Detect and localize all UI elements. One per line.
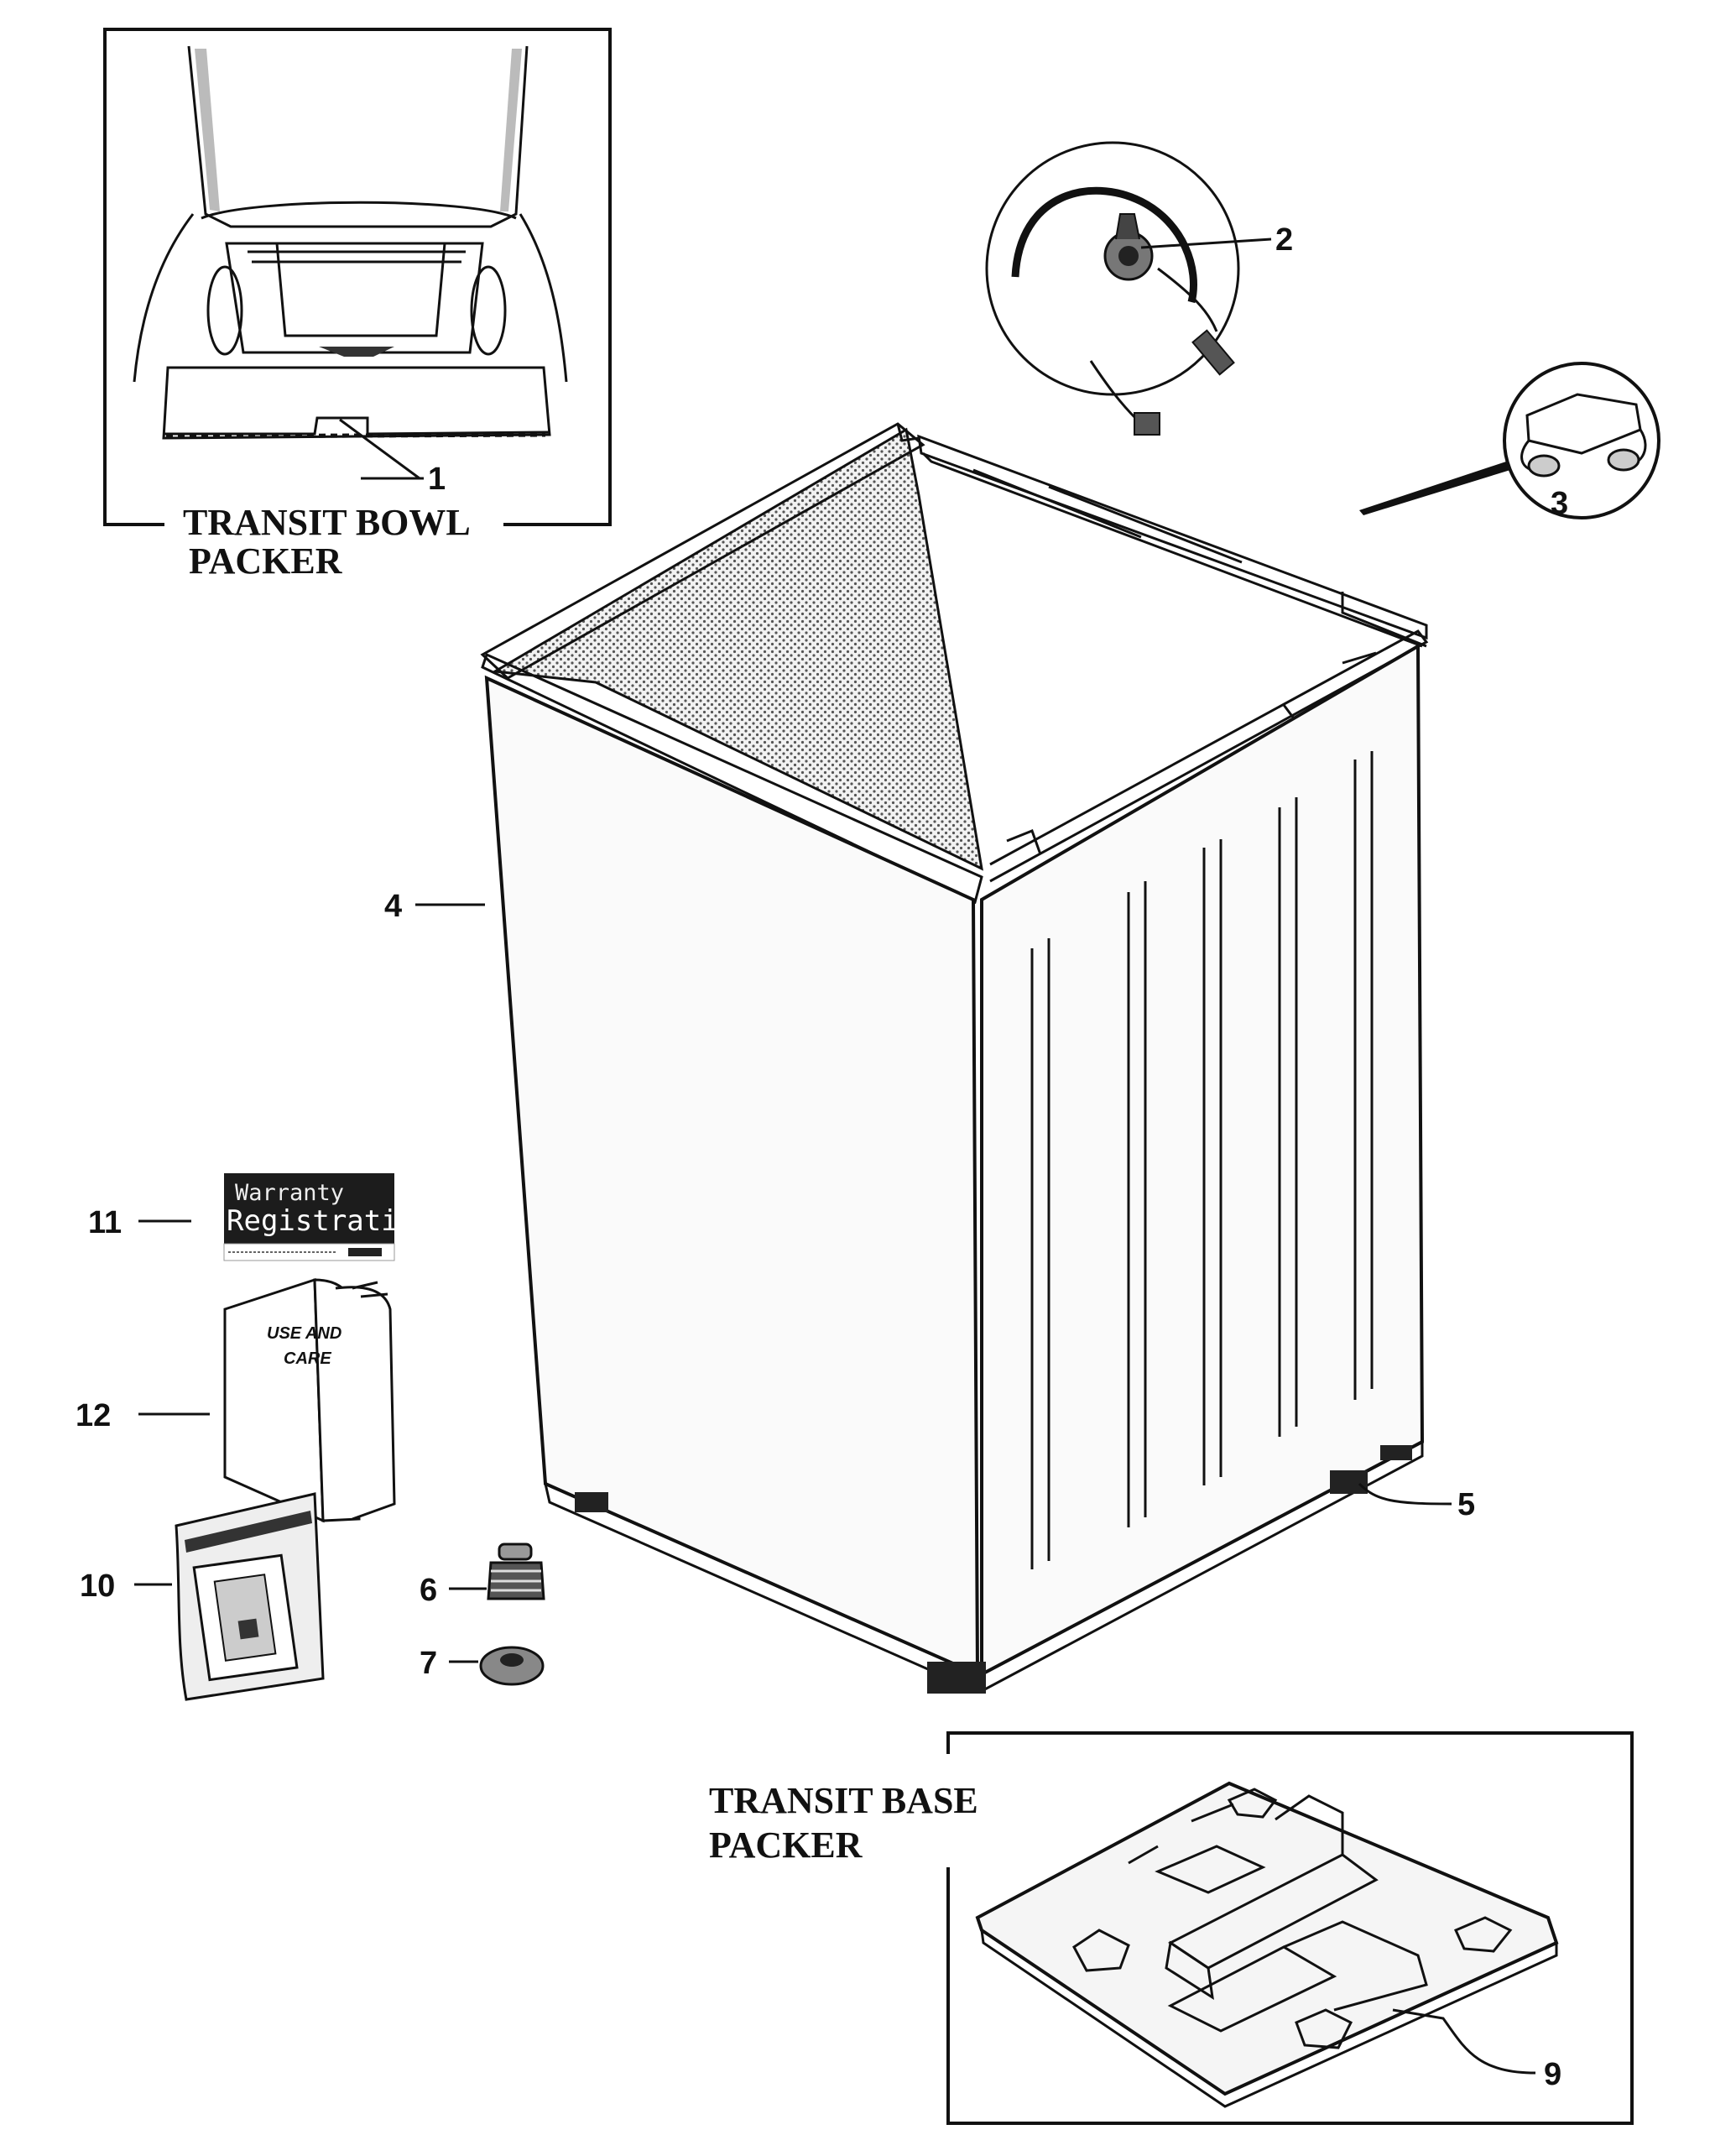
part-2-drain-assembly: 2	[985, 141, 1293, 436]
callout-2: 2	[1275, 222, 1293, 258]
callout-11: 11	[88, 1205, 122, 1240]
cabinet-top-opening	[491, 427, 983, 871]
transit-base-packer-inset: TRANSIT BASE PACKER 9	[709, 1731, 1634, 2125]
callout-3: 3	[1551, 486, 1568, 521]
base-caption-line1: TRANSIT BASE	[709, 1780, 978, 1821]
manual-line1: USE AND	[267, 1324, 341, 1343]
part-5-foot: 5	[1358, 1482, 1475, 1522]
part-7-washer: 7	[420, 1646, 545, 1686]
callout-12: 12	[76, 1398, 111, 1433]
bowl-caption-line2: PACKER	[189, 540, 343, 582]
transit-bowl-packer-inset: 1 TRANSIT BOWL PACKER	[103, 28, 612, 582]
callout-4: 4	[384, 889, 402, 924]
part-12-manual: USE AND CARE 12	[76, 1277, 396, 1523]
callout-7: 7	[420, 1646, 437, 1681]
warranty-line2: Registration	[227, 1204, 433, 1238]
warranty-line1: Warranty	[235, 1180, 344, 1206]
part-4-cabinet: 4	[384, 422, 1429, 1694]
part-3-hinge-clip: 3	[1359, 362, 1660, 521]
bowl-inset-frame	[103, 28, 612, 526]
manual-line2: CARE	[284, 1349, 331, 1368]
base-packer-tray	[975, 1781, 1559, 2096]
part-6-plug: 6	[420, 1543, 545, 1608]
callout-1: 1	[428, 462, 446, 497]
base-inset-frame	[946, 1731, 1634, 2125]
bowl-drum	[187, 45, 529, 228]
callout-6: 6	[420, 1573, 437, 1608]
callout-5: 5	[1457, 1487, 1475, 1522]
callout-10: 10	[80, 1569, 115, 1604]
part-10-hardware-bag: 10	[80, 1492, 325, 1701]
bowl-caption-line1: TRANSIT BOWL	[183, 502, 471, 543]
bowl-packer-plate	[162, 366, 551, 440]
callout-9: 9	[1544, 2057, 1561, 2092]
part-11-warranty-card: Warranty Registration 11	[88, 1173, 433, 1261]
base-caption-line2: PACKER	[709, 1824, 863, 1866]
